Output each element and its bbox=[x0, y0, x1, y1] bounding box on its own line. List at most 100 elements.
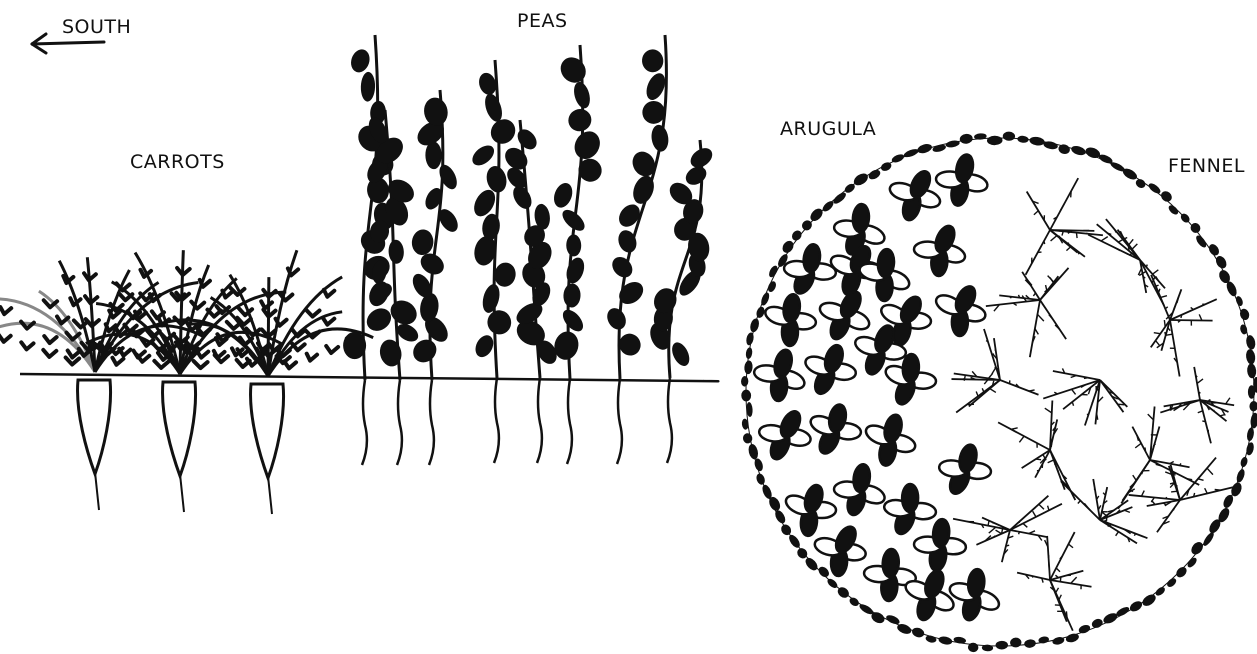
arugula-leaf bbox=[882, 549, 900, 578]
fennel-frond bbox=[1071, 375, 1077, 377]
bed-edge-leaf bbox=[938, 635, 953, 646]
fennel-frond bbox=[1048, 506, 1049, 511]
bed-edge-leaf bbox=[741, 390, 751, 402]
pea-leaf bbox=[642, 101, 665, 124]
fennel-frond bbox=[1215, 489, 1221, 490]
pea-leaf bbox=[565, 105, 595, 134]
arugula-plant bbox=[863, 413, 917, 467]
arugula-plant bbox=[948, 568, 1002, 622]
arugula-plant bbox=[883, 353, 936, 407]
fennel-plant bbox=[953, 496, 1062, 563]
pea-leaf bbox=[608, 253, 636, 282]
carrot-leaflet bbox=[137, 355, 149, 362]
bed-edge-leaf bbox=[1052, 636, 1065, 646]
carrot-leaflet bbox=[306, 310, 320, 317]
bed-edge-leaf bbox=[1189, 221, 1203, 235]
carrot-leaflet bbox=[307, 354, 317, 361]
bed-edge-leaf bbox=[916, 142, 933, 154]
pea-root bbox=[667, 378, 672, 463]
fennel-frond bbox=[1019, 532, 1020, 534]
arugula-plant bbox=[883, 484, 937, 537]
bed-edge-leaf bbox=[911, 626, 926, 639]
carrot-leaflet bbox=[222, 291, 232, 298]
bed-edge-leaf bbox=[1140, 592, 1157, 608]
bed-edge-leaf bbox=[987, 136, 1003, 146]
fennel-plant bbox=[1017, 532, 1091, 631]
bed-edge-leaf bbox=[896, 622, 913, 636]
arugula-leaf bbox=[902, 484, 918, 512]
bed-edge-leaf bbox=[1240, 456, 1249, 468]
fennel-plant bbox=[1151, 275, 1217, 377]
fennel-plant bbox=[951, 329, 1038, 413]
fennel-frond bbox=[1133, 475, 1136, 480]
bed-edge-leaf bbox=[800, 218, 814, 232]
carrot-leaflet bbox=[0, 307, 11, 314]
fennel-frond bbox=[1048, 460, 1054, 463]
bed-edge-leaf bbox=[744, 360, 753, 374]
pea-root bbox=[362, 380, 367, 465]
fennel-plant bbox=[1088, 219, 1165, 305]
fennel-frond bbox=[1084, 503, 1090, 510]
arugula-plant bbox=[914, 223, 967, 276]
pea-leaf bbox=[411, 228, 435, 256]
pea-leaf bbox=[604, 305, 630, 333]
bed-edge-leaf bbox=[1174, 565, 1188, 579]
bed-edge-leaf bbox=[1167, 204, 1180, 217]
carrot-leaflet bbox=[284, 361, 296, 368]
fennel-frond bbox=[1198, 479, 1204, 481]
bed-edge-leaf bbox=[780, 239, 795, 255]
bed-edge-leaf bbox=[1017, 135, 1029, 143]
fennel-frond bbox=[1023, 523, 1027, 527]
fennel-frond bbox=[1076, 233, 1077, 238]
fennel-frond bbox=[1161, 296, 1167, 298]
fennel-frond bbox=[1118, 239, 1123, 242]
pea-leaf bbox=[469, 142, 498, 170]
arugula-plant bbox=[914, 518, 967, 572]
ground-line bbox=[20, 374, 718, 381]
bed-edge-leaf bbox=[945, 139, 960, 148]
fennel-frond bbox=[1173, 508, 1174, 510]
fennel-frond bbox=[1101, 237, 1108, 241]
bed-edge-leaf bbox=[1235, 468, 1246, 483]
arugula-leaf bbox=[902, 353, 920, 382]
fennel-frond bbox=[1068, 544, 1073, 548]
arugula-group bbox=[753, 153, 1002, 622]
carrot-leaflet bbox=[21, 342, 33, 349]
fennel-frond bbox=[1072, 389, 1076, 394]
bed-edge-leaf bbox=[1154, 585, 1166, 597]
fennel-plant bbox=[1026, 178, 1103, 275]
fennel-frond bbox=[1036, 459, 1041, 460]
carrot-leaflet bbox=[200, 280, 210, 287]
pea-root bbox=[397, 380, 402, 465]
fennel-frond bbox=[1049, 562, 1050, 569]
fennel-frond bbox=[1154, 333, 1161, 334]
bed-edge-leaf bbox=[996, 641, 1008, 650]
fennel-frond bbox=[1066, 247, 1070, 251]
arugula-plant bbox=[888, 168, 942, 222]
carrot-leaflet bbox=[68, 351, 80, 358]
carrot-taproot bbox=[268, 476, 272, 514]
fennel-plant bbox=[1160, 367, 1234, 443]
bed-edge-leaf bbox=[1246, 427, 1255, 442]
fennel-frond bbox=[1129, 239, 1133, 244]
fennel-frond bbox=[992, 367, 996, 374]
arugula-plant bbox=[763, 293, 817, 346]
pea-plant bbox=[409, 90, 462, 465]
fennel-branch bbox=[1017, 573, 1050, 580]
bed-edge-leaf bbox=[767, 264, 779, 278]
fennel-branch bbox=[986, 300, 1040, 306]
fennel-frond bbox=[1170, 461, 1174, 463]
bed-edge-leaf bbox=[1090, 617, 1104, 629]
fennel-branch bbox=[1000, 380, 1039, 395]
bed-edge-leaf bbox=[787, 533, 802, 549]
pea-plant bbox=[647, 140, 716, 463]
fennel-frond bbox=[1042, 304, 1046, 310]
carrot-frond bbox=[0, 299, 95, 372]
fennel-frond bbox=[1106, 515, 1107, 521]
arugula-plant bbox=[818, 288, 872, 342]
fennel-frond bbox=[976, 392, 978, 397]
arugula-plant bbox=[808, 403, 862, 457]
pea-leaf bbox=[425, 141, 442, 169]
pea-leaf bbox=[422, 96, 450, 128]
